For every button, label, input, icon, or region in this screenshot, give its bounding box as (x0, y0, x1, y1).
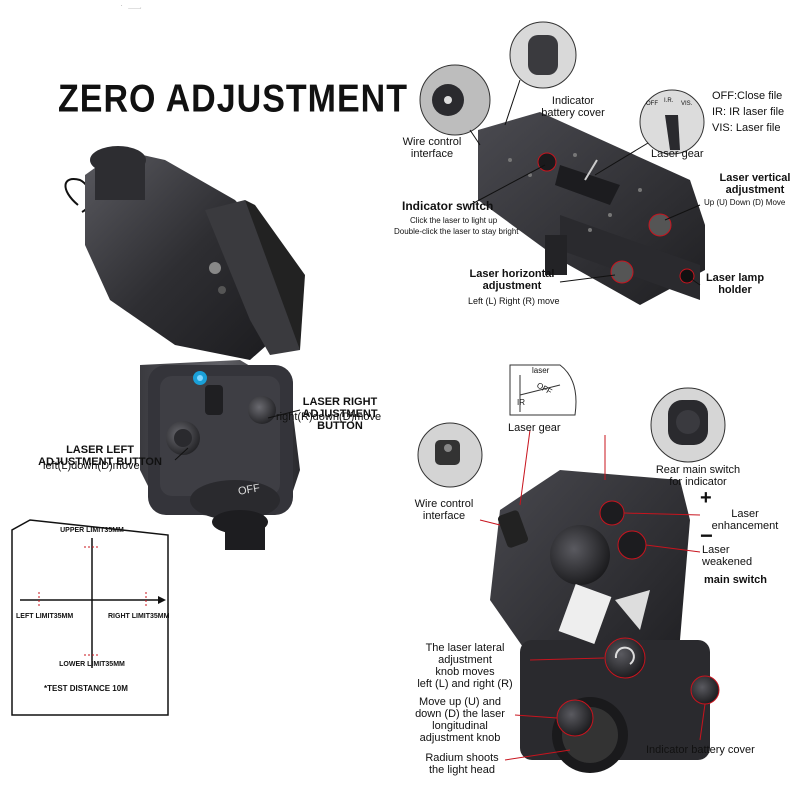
tr-wire-control-label: Wire control interface (402, 136, 462, 160)
tr-legend-ir: IR: IR laser file (712, 106, 785, 118)
br-indicator-battery-cover-label: Indicator battery cover (646, 744, 755, 756)
br-plus-sign: + (700, 487, 712, 509)
br-gear-mark-ir: IR (517, 398, 525, 407)
tr-laser-vertical-label: Laser vertical adjustment (719, 172, 791, 196)
br-wire-control-label: Wire control interface (414, 498, 474, 522)
tr-indicator-switch-desc2: Double-click the laser to stay bright (394, 227, 519, 236)
page-title: ZERO ADJUSTMENT (58, 77, 408, 121)
lower-limit-label: LOWER LIMIT35MM (59, 661, 125, 668)
tr-laser-lamp-holder-label: Laser lamp holder (705, 272, 765, 296)
br-minus-sign: − (700, 523, 713, 548)
laser-left-button-label: LASER LEFT ADJUSTMENT BUTTON (38, 444, 162, 468)
tr-legend-off: OFF:Close file (712, 90, 783, 102)
tr-laser-vertical-desc: Up (U) Down (D) Move (704, 198, 786, 207)
br-main-switch-label: main switch (704, 574, 767, 586)
laser-right-button-label: LASER RIGHT ADJUSTMENT BUTTON (302, 396, 378, 432)
br-laser-enhancement-label: Laser enhancement (711, 508, 779, 532)
tr-indicator-switch-desc1: Click the laser to light up (410, 216, 498, 225)
br-longitudinal-knob-label: Move up (U) and down (D) the laser longi… (415, 696, 505, 744)
tr-gear-mark-vis: VIS. (681, 101, 693, 107)
tr-laser-gear-label: Laser gear (651, 148, 704, 160)
br-laser-gear-label: Laser gear (508, 422, 561, 434)
title-frame (121, 5, 141, 9)
tr-indicator-battery-cover-label: Indicator battery cover (541, 95, 605, 119)
tr-indicator-switch-label: Indicator switch (402, 199, 494, 213)
tr-gear-mark-off: OFF (646, 101, 658, 107)
left-limit-label: LEFT LIMIT35MM (16, 613, 74, 620)
br-radium-label: Radium shoots the light head (425, 752, 499, 776)
tr-laser-horizontal-desc: Left (L) Right (R) move (468, 296, 560, 306)
br-laser-weakened-label: Laser weakened (702, 544, 753, 568)
laser-left-button-desc: left(L)down(D)move (43, 460, 140, 472)
tr-gear-mark-ir: I.R. (664, 98, 674, 104)
right-limit-label: RIGHT LIMIT35MM (108, 613, 170, 620)
br-lateral-knob-label: The laser lateral adjustment knob moves … (417, 642, 513, 690)
tr-legend-vis: VIS: Laser file (712, 122, 781, 134)
tr-laser-horizontal-label: Laser horizontal adjustment (469, 268, 555, 292)
br-rear-main-switch-label: Rear main switch for indicator (655, 464, 741, 488)
br-gear-mark-laser: laser (532, 366, 550, 375)
test-distance-note: *TEST DISTANCE 10M (44, 684, 128, 693)
upper-limit-label: UPPER LIMIT35MM (60, 527, 124, 534)
laser-right-button-desc: right(R)down(D)move (276, 411, 382, 423)
